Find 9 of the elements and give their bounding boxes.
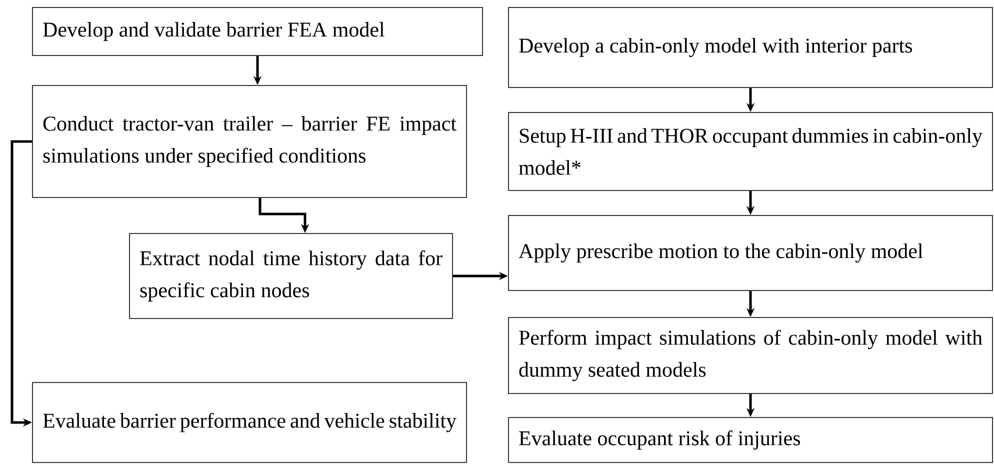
process-box: Perform impact simulations of cabin-only model with dummy seated models [508,317,993,394]
process-box: Evaluate barrier performance and vehicle stability [32,382,467,463]
process-box: Apply prescribe motion to the cabin-only model [508,215,993,291]
process-box: Extract nodal time history data for specific cabin nodes [129,233,453,319]
process-box: Conduct tractor-van trailer – barrier FE impact simulations under specified conditions [32,85,467,198]
process-box: Develop and validate barrier FEA model [32,7,483,56]
process-box: Evaluate occupant risk of injuries [508,417,993,463]
process-box: Setup H-III and THOR occupant dummies in cabin-only model* [508,112,993,191]
process-box: Develop a cabin-only model with interior parts [508,7,993,88]
